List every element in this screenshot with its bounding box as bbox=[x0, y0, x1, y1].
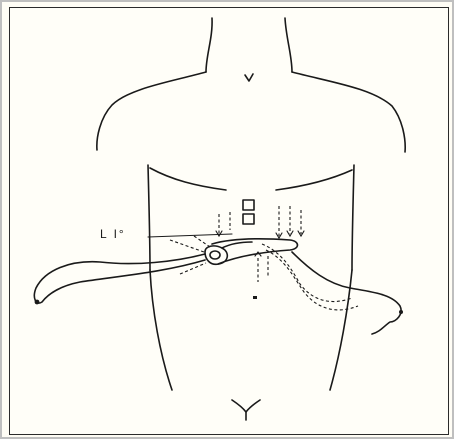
tube-line-2 bbox=[266, 250, 358, 310]
figure-label: L I° bbox=[100, 228, 126, 240]
neck-right bbox=[285, 18, 292, 72]
clamp-pivot bbox=[210, 251, 220, 259]
sternal-notch bbox=[245, 74, 253, 81]
left-shoulder bbox=[97, 72, 206, 150]
vertebra-marker-upper bbox=[243, 200, 254, 210]
clamp-jaw bbox=[222, 242, 252, 248]
radial-line-3 bbox=[194, 236, 210, 247]
radial-line-1 bbox=[170, 240, 204, 252]
right-arm-inner bbox=[352, 165, 354, 270]
handle-tip-left bbox=[35, 300, 40, 305]
right-costal-margin bbox=[276, 170, 352, 190]
umbilicus-mark bbox=[253, 296, 257, 299]
tube-line-1 bbox=[262, 244, 352, 302]
neck-left bbox=[206, 18, 212, 72]
left-arm-inner bbox=[148, 165, 150, 270]
clamp-hinge bbox=[205, 246, 227, 264]
right-shoulder bbox=[292, 72, 405, 152]
handle-tip-right bbox=[399, 310, 403, 314]
left-costal-margin bbox=[150, 168, 226, 190]
vertebra-marker-lower bbox=[243, 214, 254, 224]
left-handle bbox=[34, 254, 205, 303]
pubic-mark bbox=[232, 400, 260, 412]
radial-line-2 bbox=[180, 263, 206, 274]
left-flank bbox=[150, 270, 172, 390]
